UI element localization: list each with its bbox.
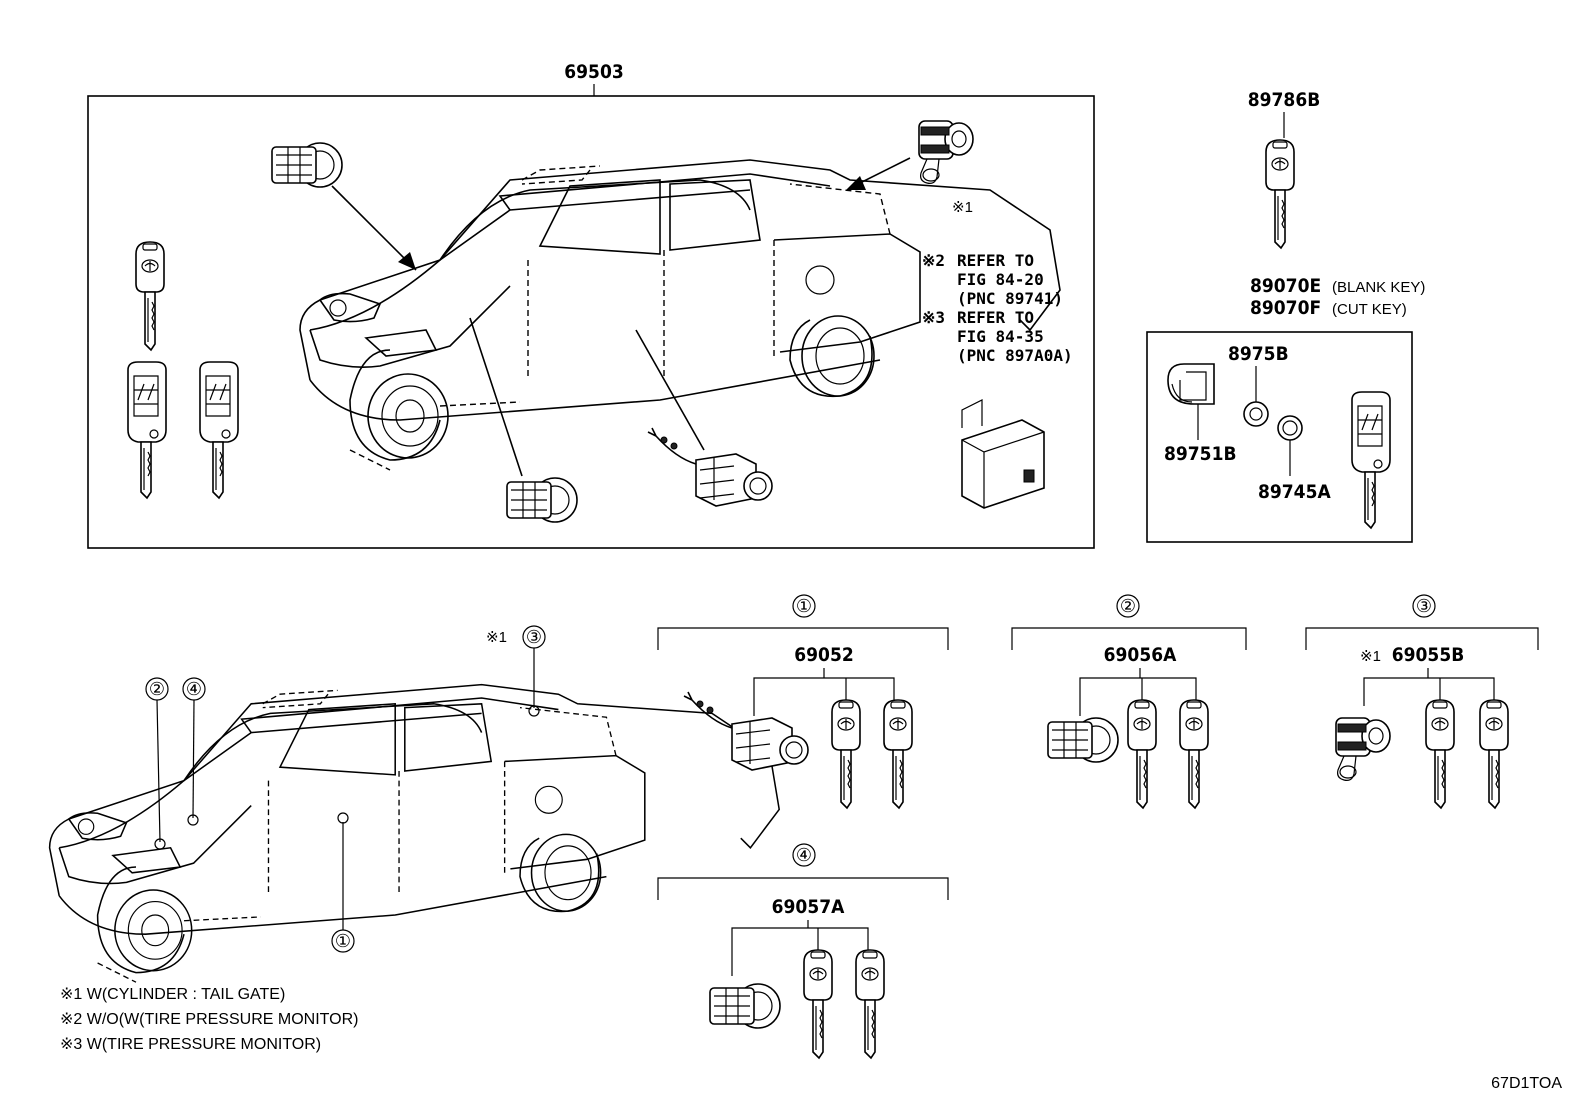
set-4: ④ 69057A (657, 843, 949, 1059)
svg-text:※3: ※3 (922, 308, 945, 327)
svg-text:FIG 84-35: FIG 84-35 (957, 327, 1044, 346)
refer-note-1: ※2 REFER TO FIG 84-20 (PNC 89741) (922, 251, 1063, 308)
part-89751b: 89751B (1164, 443, 1237, 465)
key-parts-box (1146, 331, 1413, 543)
box-fob (1351, 391, 1391, 529)
svg-text:②: ② (1120, 596, 1136, 616)
leader-arrow (331, 185, 417, 271)
set-2-key-2 (1179, 699, 1209, 809)
svg-text:①: ① (796, 596, 812, 616)
battery-cell (1277, 415, 1303, 441)
lower-callout-4: ④ (182, 677, 206, 826)
svg-text:FIG 84-20: FIG 84-20 (957, 270, 1044, 289)
set-4-cylinder (709, 983, 781, 1029)
set-3: ③ ※1 69055B (1305, 594, 1539, 809)
set-1: ① 69052 (657, 594, 949, 809)
set-3-mark: ※1 (1360, 648, 1381, 665)
set-4-part-number: 69057A (772, 896, 845, 918)
door-cylinder-part (271, 142, 343, 188)
svg-text:REFER TO: REFER TO (957, 308, 1034, 327)
set-2-cylinder (1047, 717, 1119, 763)
set-4-key-2 (855, 949, 885, 1059)
key-89786b-label: 89786B (1248, 89, 1321, 111)
main-part-number: 69503 (564, 61, 623, 83)
key-89786b (1265, 139, 1295, 249)
svg-text:①: ① (335, 931, 351, 951)
tailgate-cylinder-part (918, 120, 974, 185)
figure-code: 67D1TOA (1491, 1075, 1562, 1092)
note-2: ※2 W/O(W(TIRE PRESSURE MONITOR) (60, 1011, 358, 1028)
lower-callout-2: ② (145, 677, 169, 850)
set-4-key-1 (803, 949, 833, 1059)
svg-text:※1: ※1 (486, 629, 507, 646)
set-3-key-2 (1479, 699, 1509, 809)
key-left-1 (135, 241, 165, 351)
lower-truck-illustration (48, 683, 780, 983)
blank-key-part-number: 89070E (1250, 275, 1321, 297)
fob-left-1 (127, 361, 167, 499)
set-2-part-number: 69056A (1104, 644, 1177, 666)
star1-label: ※1 (952, 199, 973, 216)
set-1-ignition (683, 691, 809, 771)
set-1-key-1 (831, 699, 861, 809)
note-1: ※1 W(CYLINDER : TAIL GATE) (60, 986, 285, 1003)
svg-text:④: ④ (186, 679, 202, 699)
set-2-key-1 (1127, 699, 1157, 809)
svg-text:REFER TO: REFER TO (957, 251, 1034, 270)
key-shell-part (1167, 363, 1215, 405)
lower-callout-1: ① (331, 812, 355, 953)
cut-key-part-number: 89070F (1250, 297, 1321, 319)
ignition-part (647, 427, 773, 507)
blank-key-suffix: (BLANK KEY) (1332, 279, 1425, 296)
svg-text:③: ③ (1416, 596, 1432, 616)
part-89745a: 89745A (1258, 481, 1331, 503)
svg-text:②: ② (149, 679, 165, 699)
door-cylinder-lower (506, 477, 578, 523)
lower-callout-3: ※1 ③ (486, 625, 546, 717)
fob-left-2 (199, 361, 239, 499)
set-3-key-1 (1425, 699, 1455, 809)
battery-holder-ring (1243, 401, 1269, 427)
set-3-tailgate-cylinder (1335, 717, 1391, 782)
svg-text:③: ③ (526, 627, 542, 647)
svg-text:※2: ※2 (922, 251, 945, 270)
svg-text:④: ④ (796, 845, 812, 865)
refer-note-2: ※3 REFER TO FIG 84-35 (PNC 897A0A) (922, 308, 1073, 365)
note-3: ※3 W(TIRE PRESSURE MONITOR) (60, 1036, 321, 1053)
main-parts-box (87, 95, 1095, 549)
main-truck-illustration (299, 159, 1061, 471)
cut-key-suffix: (CUT KEY) (1332, 301, 1407, 318)
part-8975b: 8975B (1228, 343, 1289, 365)
tpms-module (961, 399, 1045, 509)
set-2: ② 69056A (1011, 594, 1247, 809)
set-1-part-number: 69052 (794, 644, 853, 666)
svg-text:(PNC 897A0A): (PNC 897A0A) (957, 346, 1073, 365)
set-1-key-2 (883, 699, 913, 809)
set-3-part-number: 69055B (1392, 644, 1465, 666)
svg-text:(PNC 89741): (PNC 89741) (957, 289, 1063, 308)
